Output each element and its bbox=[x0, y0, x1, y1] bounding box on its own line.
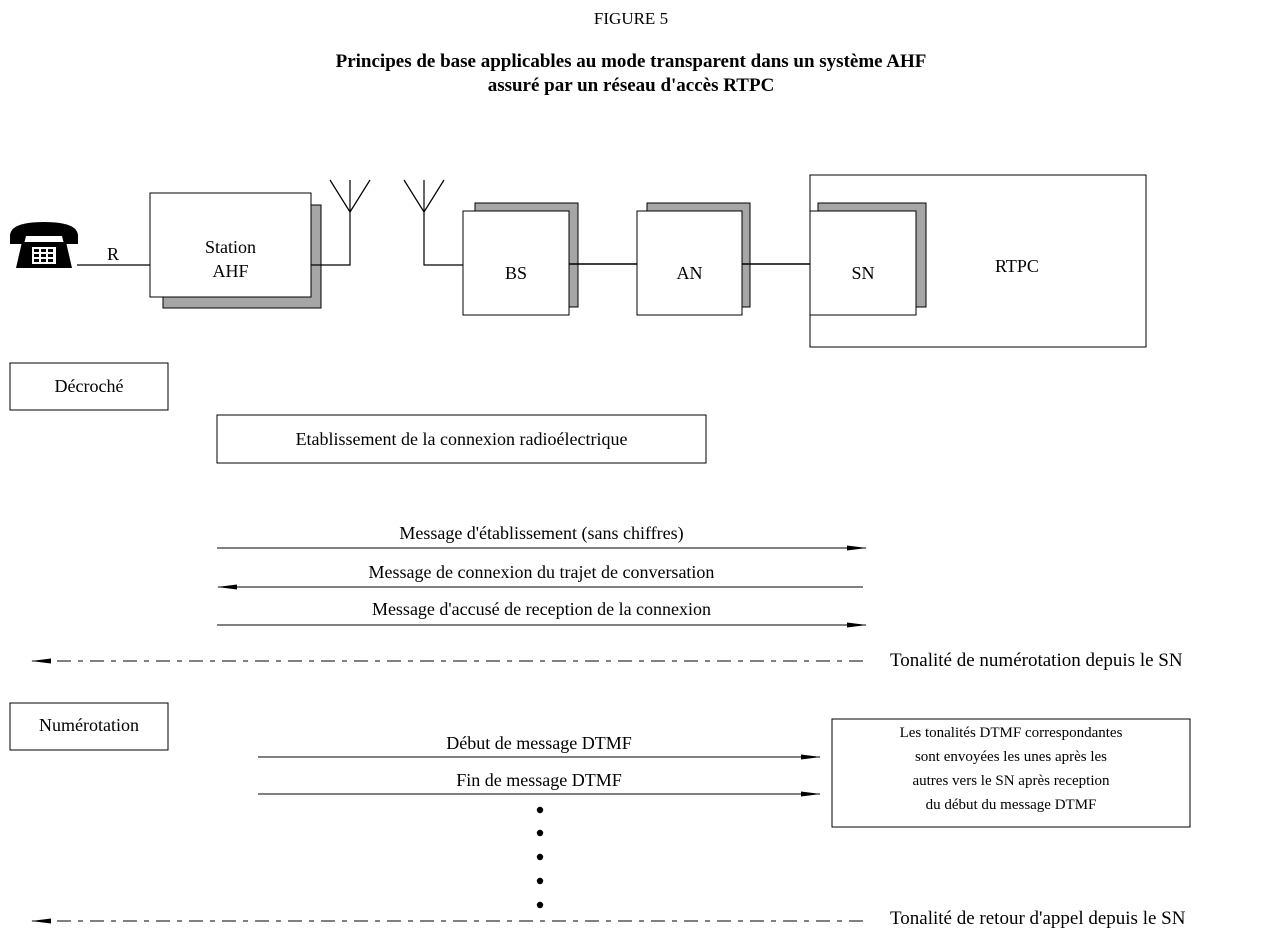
dtmf-note-line3: autres vers le SN après reception bbox=[912, 773, 1110, 789]
decroche-label: Décroché bbox=[54, 376, 124, 396]
rtpc-label: RTPC bbox=[995, 256, 1039, 276]
sn-label: SN bbox=[851, 263, 875, 283]
dtmf-note-line1: Les tonalités DTMF correspondantes bbox=[899, 725, 1123, 741]
bs-antenna-icon bbox=[403, 179, 463, 266]
figure-title-line2: assuré par un réseau d'accès RTPC bbox=[487, 75, 775, 96]
msg-connect-label: Message de connexion du trajet de conver… bbox=[368, 562, 715, 582]
station-label-line2: AHF bbox=[212, 261, 249, 281]
ringback-label: Tonalité de retour d'appel depuis le SN bbox=[890, 908, 1186, 929]
telephone-icon bbox=[10, 222, 78, 268]
figure-title-line1: Principes de base applicables au mode tr… bbox=[335, 51, 927, 72]
numerotation-box bbox=[9, 702, 169, 751]
figure-label: FIGURE 5 bbox=[593, 9, 669, 28]
radio-setup-label: Etablissement de la connexion radioélect… bbox=[295, 429, 628, 449]
bs-label: BS bbox=[504, 263, 528, 283]
dtmf-end-label: Fin de message DTMF bbox=[456, 770, 622, 790]
dtmf-note-line2: sont envoyées les unes après les bbox=[914, 749, 1108, 765]
station-label-line1: Station bbox=[204, 237, 256, 257]
dtmf-start-label: Début de message DTMF bbox=[446, 733, 632, 753]
an-box bbox=[636, 202, 751, 316]
dtmf-note-box bbox=[831, 718, 1191, 828]
numerotation-label: Numérotation bbox=[39, 715, 139, 735]
dial-tone-label: Tonalité de numérotation depuis le SN bbox=[890, 650, 1183, 671]
msg-ack-label: Message d'accusé de reception de la conn… bbox=[371, 599, 712, 619]
bs-box bbox=[462, 202, 579, 316]
radio-setup-box bbox=[216, 414, 707, 464]
sn-box bbox=[809, 202, 927, 316]
decroche-box bbox=[9, 362, 169, 411]
an-label: AN bbox=[676, 263, 703, 283]
r-label: R bbox=[107, 244, 120, 264]
station-ahf-box bbox=[149, 192, 322, 309]
msg-setup-label: Message d'établissement (sans chiffres) bbox=[399, 523, 684, 543]
dtmf-note-line4: du début du message DTMF bbox=[925, 797, 1097, 813]
station-antenna-icon bbox=[311, 179, 371, 266]
continuation-dots bbox=[536, 806, 544, 909]
